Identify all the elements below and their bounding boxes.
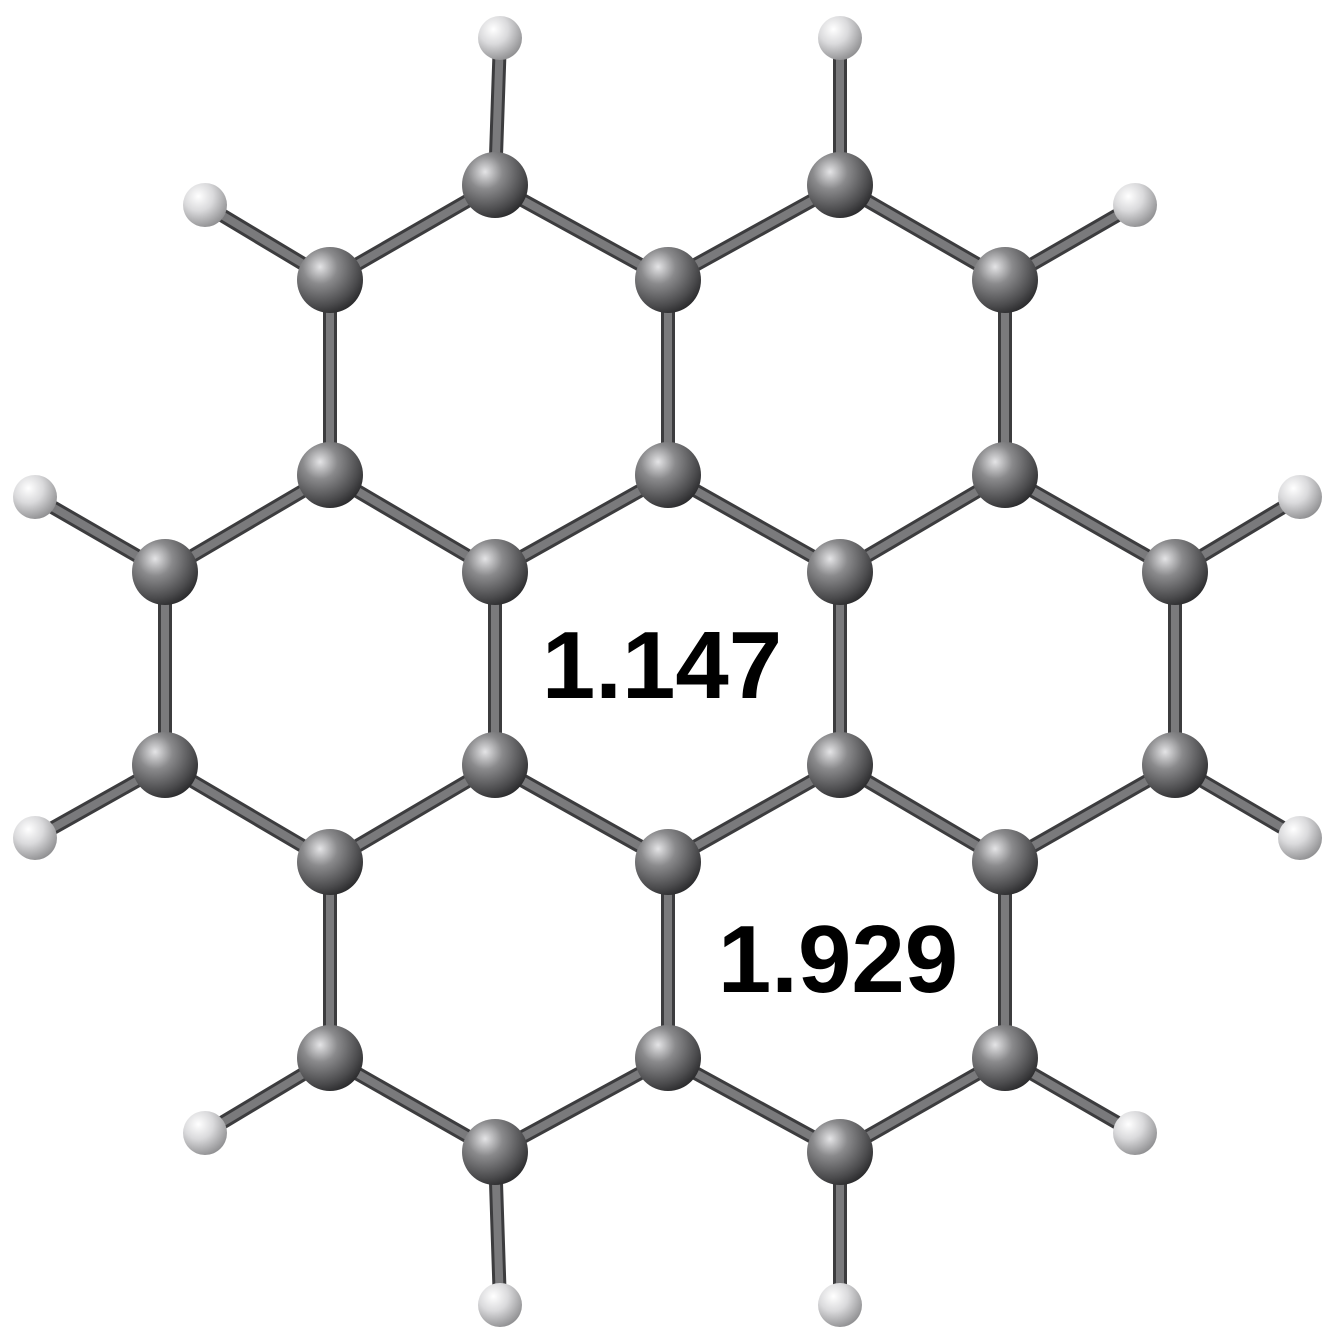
hydrogen-atom: [818, 16, 862, 60]
hydrogen-atom: [183, 1111, 227, 1155]
cc-bond: [491, 471, 672, 576]
carbon-atom: [972, 247, 1038, 313]
carbon-atom: [462, 539, 528, 605]
carbon-atom: [635, 442, 701, 508]
hydrogen-atom: [1113, 1111, 1157, 1155]
carbon-atom: [807, 1119, 873, 1185]
carbon-atom: [635, 1025, 701, 1091]
atoms-layer: [13, 16, 1322, 1327]
hydrogen-atom: [818, 1283, 862, 1327]
carbon-atom: [635, 829, 701, 895]
carbon-atom: [297, 1025, 363, 1091]
carbon-atom: [132, 732, 198, 798]
carbon-atom: [807, 732, 873, 798]
carbon-atom: [807, 152, 873, 218]
hydrogen-atom: [13, 475, 57, 519]
carbon-atom: [462, 152, 528, 218]
carbon-atom: [132, 539, 198, 605]
carbon-atom: [972, 829, 1038, 895]
central-ring-label: 1.147: [542, 612, 782, 719]
hydrogen-atom: [1113, 183, 1157, 227]
carbon-atom: [807, 539, 873, 605]
hydrogen-atom: [478, 16, 522, 60]
carbon-atom: [297, 829, 363, 895]
hydrogen-atom: [1278, 475, 1322, 519]
carbon-atom: [1142, 732, 1208, 798]
hydrogen-atom: [1278, 816, 1322, 860]
carbon-atom: [972, 1025, 1038, 1091]
hydrogen-atom: [183, 183, 227, 227]
cc-bond: [491, 761, 672, 866]
hydrogen-atom: [13, 816, 57, 860]
carbon-atom: [297, 247, 363, 313]
carbon-atom: [462, 1119, 528, 1185]
carbon-atom: [462, 732, 528, 798]
outer-ring-label: 1.929: [718, 906, 958, 1013]
carbon-atom: [635, 247, 701, 313]
carbon-atom: [972, 442, 1038, 508]
hydrogen-atom: [478, 1283, 522, 1327]
carbon-atom: [297, 442, 363, 508]
carbon-atom: [1142, 539, 1208, 605]
